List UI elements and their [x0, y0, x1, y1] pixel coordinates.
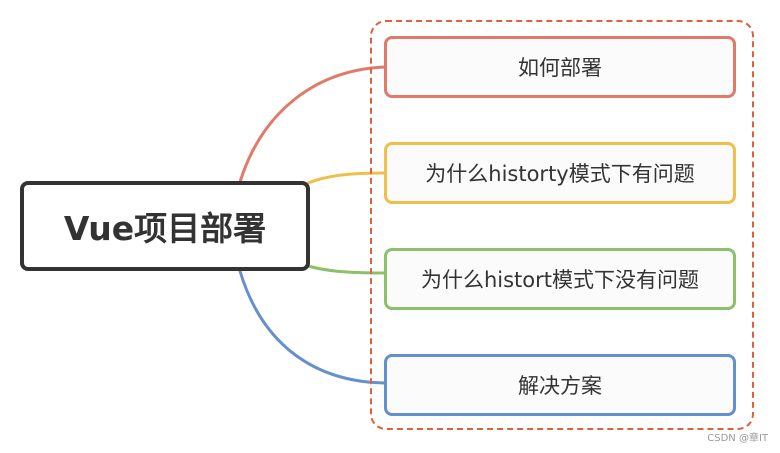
connector-deploy: [238, 65, 387, 184]
connector-solution: [238, 269, 387, 385]
child-node-label: 解决方案: [518, 374, 602, 398]
child-node-solution[interactable]: 解决方案: [384, 354, 736, 416]
child-group-frame: [370, 20, 754, 430]
child-node-deploy[interactable]: 如何部署: [384, 36, 736, 98]
watermark: CSDN @章IT: [707, 433, 768, 444]
connector-history-no-problem: [306, 264, 387, 275]
child-node-label: 为什么historty模式下有问题: [425, 162, 695, 186]
root-node[interactable]: Vue项目部署: [20, 181, 310, 271]
child-node-history-no-problem[interactable]: 为什么histort模式下没有问题: [384, 248, 736, 310]
child-node-history-problem[interactable]: 为什么historty模式下有问题: [384, 142, 736, 204]
child-node-label: 为什么histort模式下没有问题: [420, 268, 700, 292]
child-node-label: 如何部署: [518, 56, 602, 80]
connector-history-problem: [306, 171, 387, 185]
root-node-label: Vue项目部署: [63, 209, 267, 248]
